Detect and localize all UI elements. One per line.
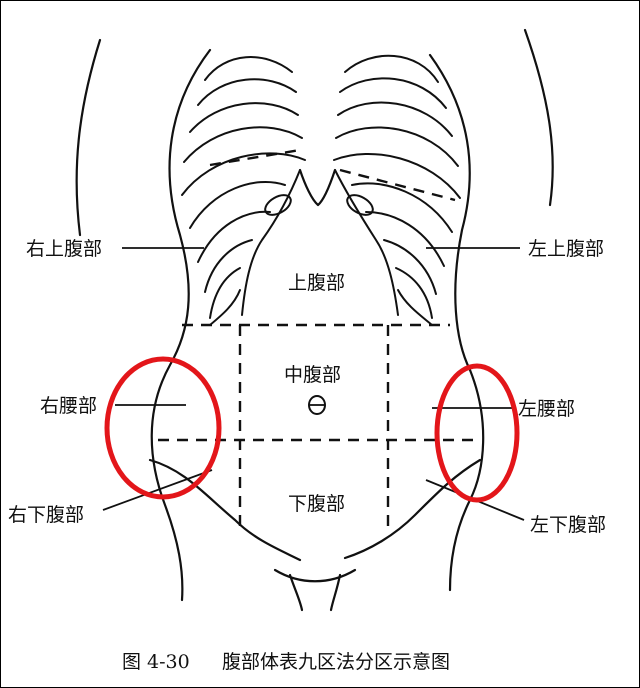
label-middle: 中腹部 — [284, 364, 341, 386]
costal-dashed-line — [209, 148, 456, 202]
figure-number: 图 4-30 — [122, 651, 190, 673]
torso-outline-left — [428, 53, 485, 592]
label-right-lower: 右下腹部 — [8, 504, 84, 526]
label-right-upper: 右上腹部 — [26, 238, 102, 260]
thigh-line-left — [329, 573, 342, 612]
groin-curve — [273, 568, 357, 583]
figure-title: 腹部体表九区法分区示意图 — [222, 651, 450, 673]
rib-cage-right — [181, 56, 306, 326]
torso-outline-right — [150, 48, 212, 602]
xiphoid-process — [298, 168, 337, 207]
pelvis-line-right — [148, 458, 302, 562]
label-left-upper: 左上腹部 — [528, 238, 604, 260]
navel-icon — [308, 395, 326, 415]
pointer-right-lower — [102, 469, 213, 511]
highlight-circle-left — [434, 363, 520, 503]
label-left-lower: 左下腹部 — [530, 514, 606, 536]
label-upper: 上腹部 — [288, 272, 345, 294]
highlight-circle-right — [104, 356, 222, 500]
label-left-lumbar: 左腰部 — [518, 398, 575, 420]
left-arm-outline — [523, 28, 554, 207]
thigh-line-right — [288, 573, 304, 612]
label-lower: 下腹部 — [288, 493, 345, 515]
rib-cage-left — [333, 54, 461, 326]
pelvis-line-left — [343, 458, 482, 560]
label-right-lumbar: 右腰部 — [40, 395, 97, 417]
right-arm-outline — [75, 38, 102, 237]
